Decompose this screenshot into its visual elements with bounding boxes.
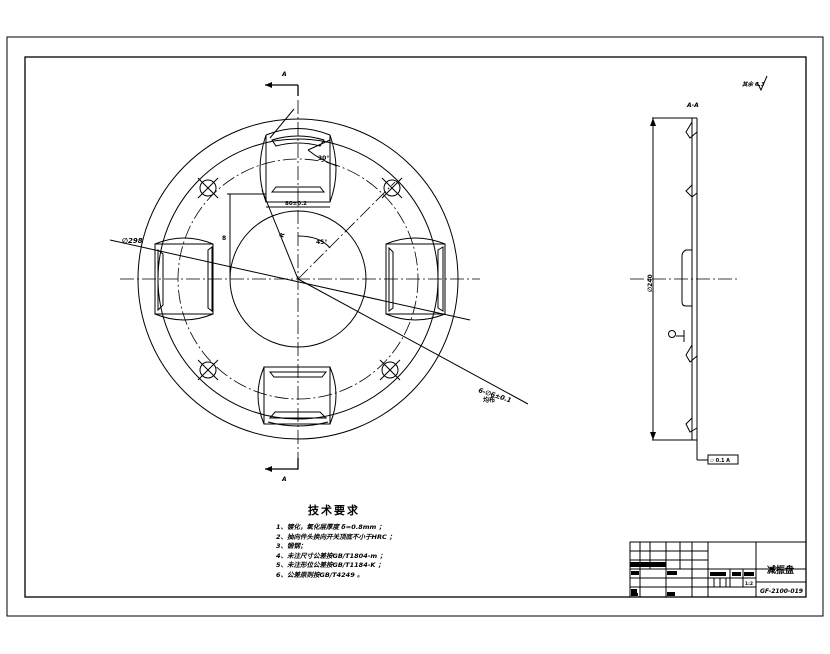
technical-requirements: 技术要求 1、镀化，氧化层厚度 δ=0.8mm ； 2、抽向件头换向开关顶底不小…	[276, 502, 396, 580]
bolt-holes	[197, 177, 403, 381]
front-view: ∅298 6-∅6±0.1 均布 45° R 80±0.2 8 30° A	[109, 71, 529, 483]
requirement-item: 5、未注形位公差按GB/T1184-K ；	[276, 561, 385, 569]
svg-text:A: A	[281, 476, 287, 483]
hole-leader	[297, 278, 529, 405]
svg-text:其余 6.3: 其余 6.3	[742, 81, 765, 88]
svg-text:A: A	[281, 71, 287, 78]
roughness-icon	[756, 75, 768, 92]
title-block: 1:2 减振盘 GF-2100-019	[629, 541, 807, 598]
radius-line	[261, 189, 299, 280]
radius-label: R	[278, 231, 286, 238]
requirement-item: 3、锻钢；	[276, 542, 307, 550]
requirement-item: 4、未注尺寸公差按GB/T1804-m ；	[276, 551, 386, 560]
side-diameter-label: ∅240	[647, 274, 654, 292]
bolt-hole	[197, 359, 219, 381]
outer-border	[6, 36, 824, 617]
outer-circle	[137, 118, 459, 440]
inner-border	[24, 56, 807, 598]
outer-diameter-label: ∅298	[122, 237, 143, 245]
section-view: A-A ∅240 ▱ 0.1 A	[630, 102, 740, 465]
revision-header	[630, 562, 666, 567]
svg-text:▱ 0.1 A: ▱ 0.1 A	[710, 458, 730, 464]
angle-45-label: 45°	[316, 239, 327, 246]
hole-pattern-sub: 均布	[483, 396, 495, 404]
section-marker-top: A	[265, 71, 299, 96]
part-name: 减振盘	[767, 564, 794, 576]
bolt-hole	[381, 177, 403, 199]
requirement-item: 1、镀化，氧化层厚度 δ=0.8mm ；	[276, 523, 386, 531]
requirements-title: 技术要求	[308, 504, 360, 517]
slot-pitch-circle	[177, 158, 419, 400]
requirement-item: 2、抽向件头换向开关顶底不小于HRC ；	[276, 532, 396, 541]
slot-width-label: 80±0.2	[285, 201, 307, 207]
offset-label: 8	[222, 235, 226, 242]
angle-arc	[297, 235, 331, 249]
drawing-number: GF-2100-019	[760, 588, 803, 595]
diameter-leader	[109, 239, 471, 321]
section-marker-bottom: A	[265, 458, 299, 483]
stage-mark-label	[710, 572, 726, 576]
slot-bottom	[257, 366, 337, 427]
scale-value: 1:2	[745, 581, 753, 587]
angle-30-label: 30°	[318, 155, 329, 162]
section-label: A-A	[686, 102, 699, 109]
requirement-item: 6、公差原则按GB/T4249 。	[276, 570, 364, 579]
radial-45	[297, 181, 396, 280]
bolt-hole	[379, 359, 401, 381]
slot-left	[154, 237, 214, 321]
bolt-hole	[197, 177, 219, 199]
flatness-callout	[707, 454, 739, 465]
thickness-symbol	[668, 330, 676, 338]
roughness-note: 其余 6.3	[742, 75, 768, 92]
